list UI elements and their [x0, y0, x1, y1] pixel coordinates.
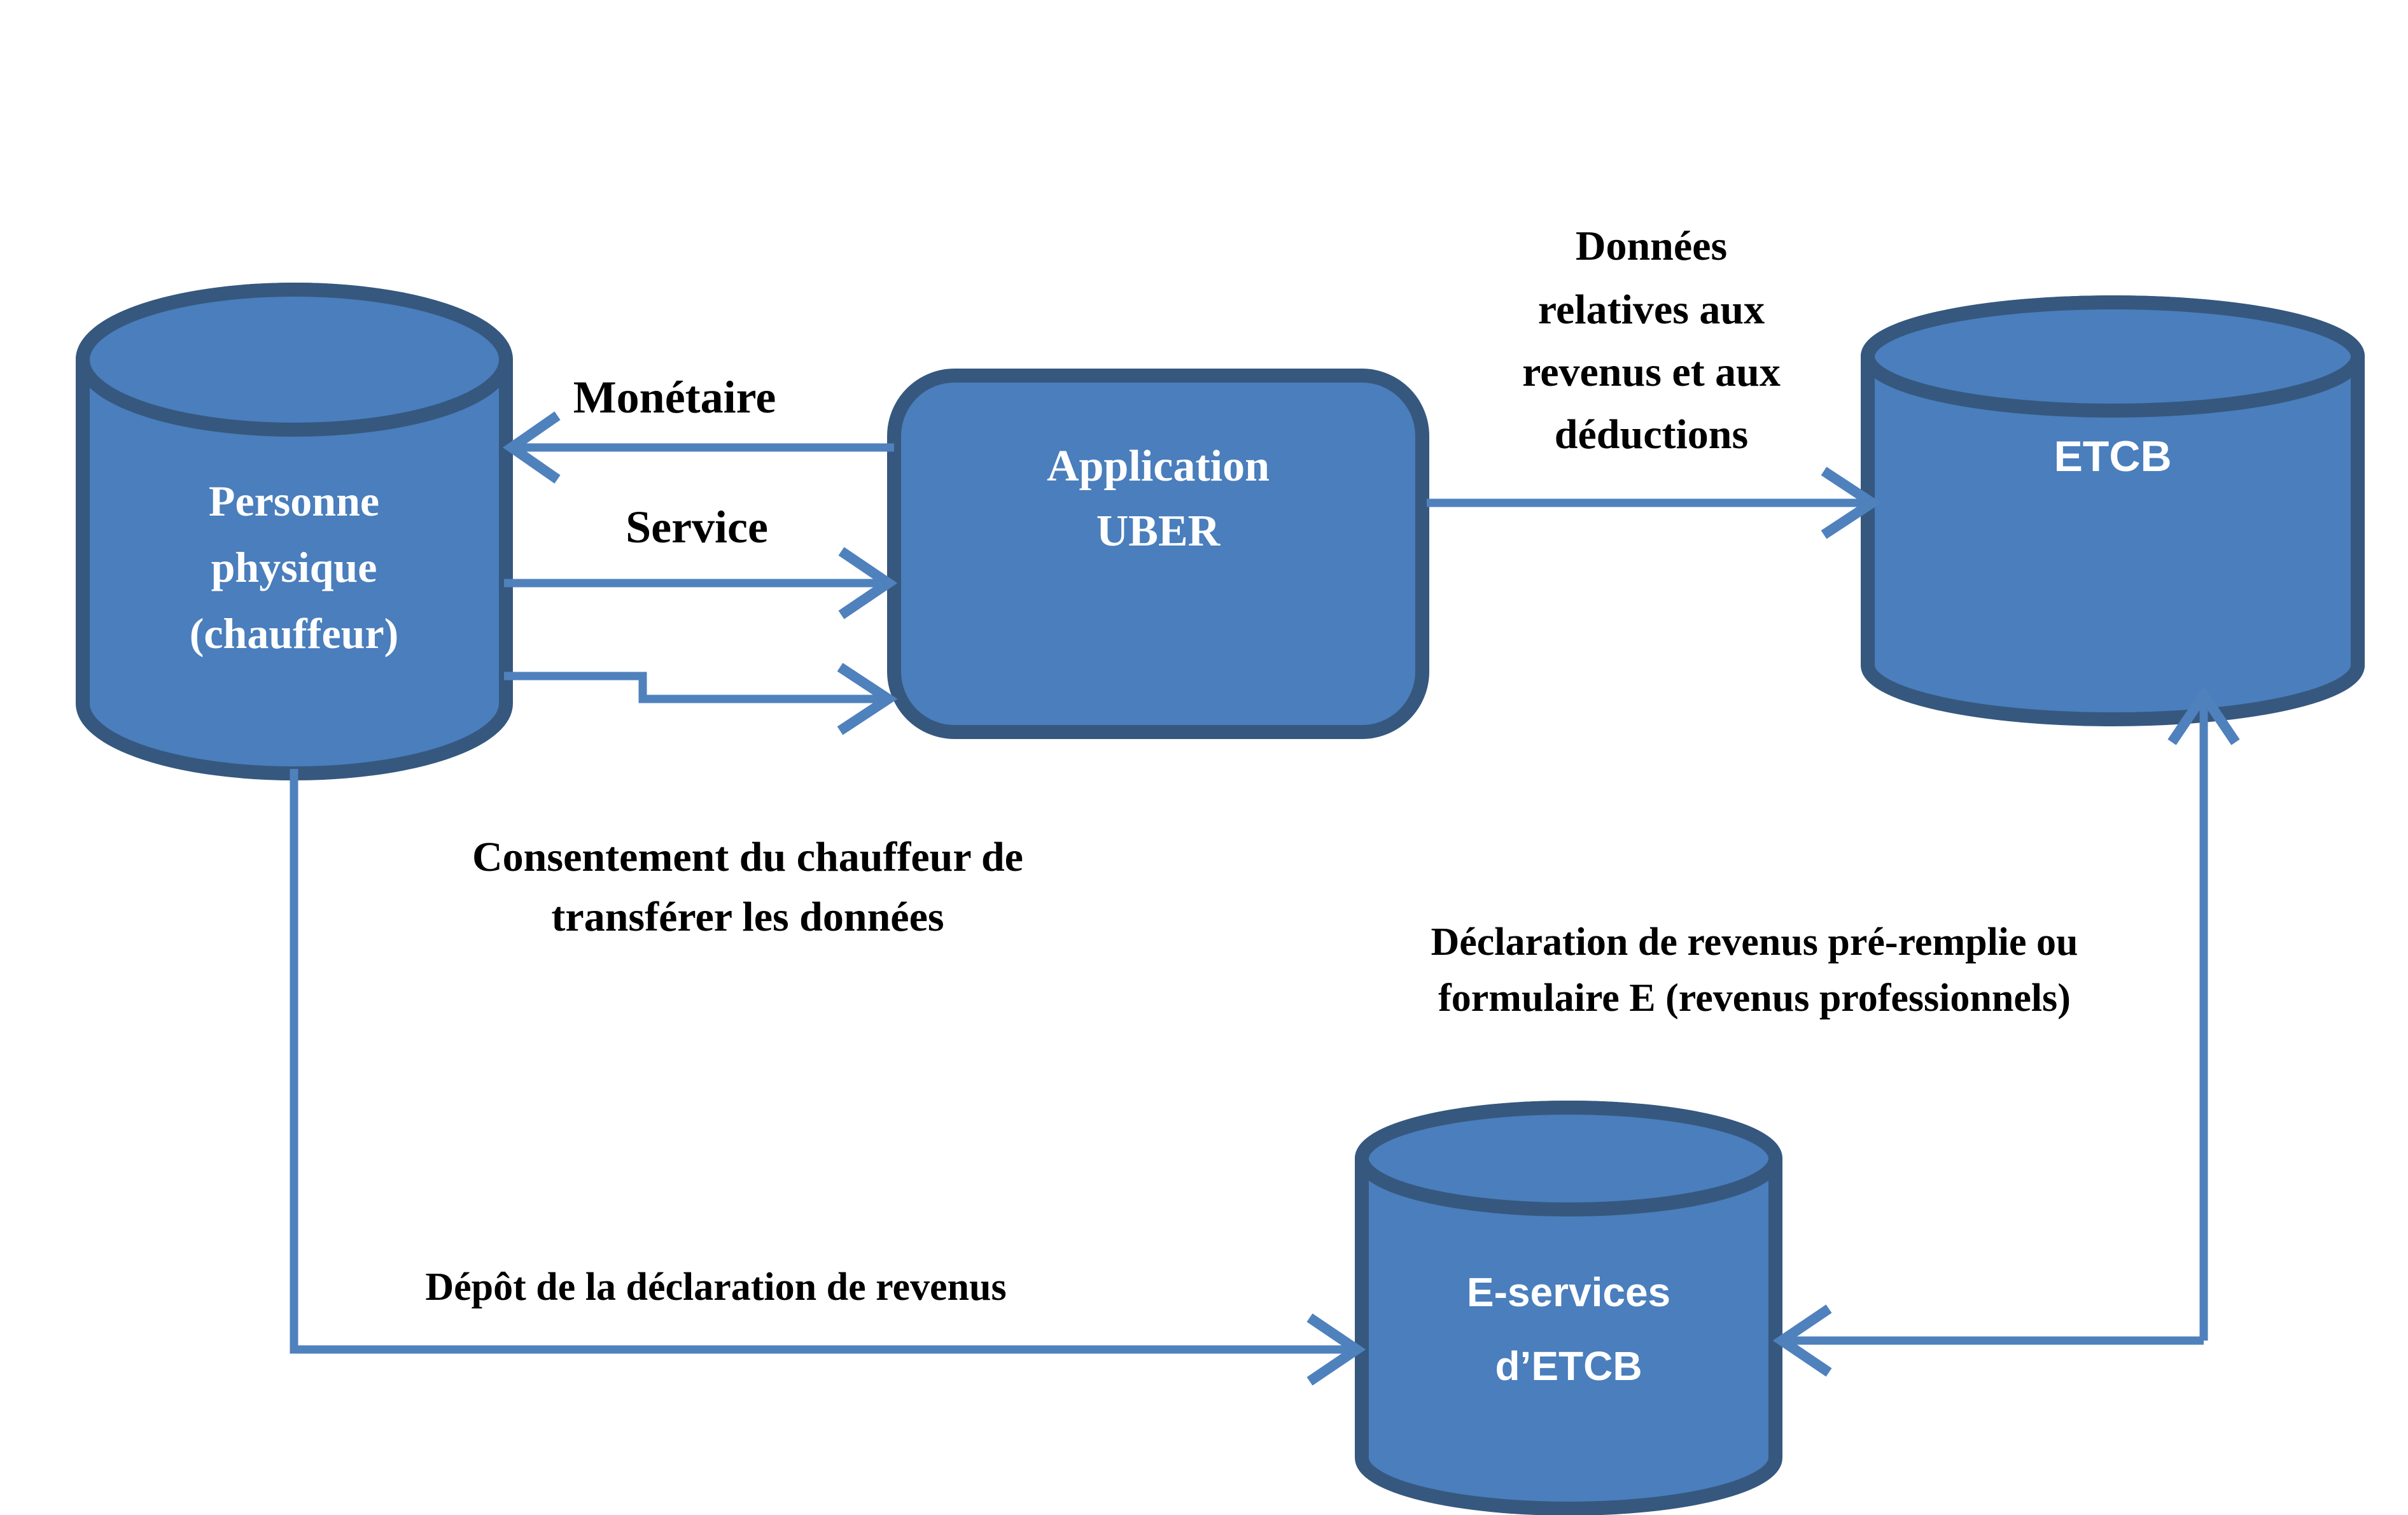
consentement-label-line-1: Consentement du chauffeur de: [472, 834, 1023, 880]
vers-etcb-arrowhead-up: [2167, 686, 2240, 745]
personne-label-line-3: (chauffeur): [190, 609, 399, 658]
edge-depot-arrow: [290, 769, 1366, 1386]
consentement-label-line-2: transférer les données: [551, 894, 944, 940]
personne-label-line-1: Personne: [209, 477, 379, 525]
eservices-label-line-2: d’ETCB: [1495, 1343, 1642, 1389]
declaration-arrowhead-left: [1772, 1304, 1832, 1377]
monetaire-label: Monétaire: [573, 372, 776, 423]
node-etcb-cylinder: ETCB: [1861, 295, 2365, 726]
donnees-arrowhead-right: [1821, 467, 1882, 539]
etcb-cylinder-top: [1861, 295, 2365, 418]
personne-cylinder-top: [76, 283, 513, 437]
personne-label-line-2: physique: [211, 543, 377, 591]
declaration-label-line-2: formulaire E (revenus professionnels): [1438, 976, 2071, 1020]
edge-consentement-arrow: [504, 663, 898, 735]
node-eservices-cylinder: E-services d’ETCB: [1355, 1101, 1782, 1515]
edge-monetaire-arrow: [502, 411, 894, 484]
declaration-label-line-1: Déclaration de revenus pré-remplie ou: [1431, 920, 2078, 964]
consentement-arrowhead-right: [837, 663, 898, 735]
donnees-label-line-3: revenus et aux: [1522, 349, 1781, 395]
eservices-label-line-1: E-services: [1467, 1269, 1670, 1315]
service-label: Service: [626, 502, 768, 553]
edge-eservices-vers-etcb-arrow: [2167, 686, 2240, 1341]
service-arrowhead-right: [838, 547, 898, 619]
node-application-uber: Application UBER: [887, 369, 1429, 739]
etcb-label: ETCB: [2054, 432, 2171, 481]
node-personne-cylinder: Personne physique (chauffeur): [76, 283, 513, 780]
eservices-cylinder-top: [1355, 1101, 1782, 1216]
depot-label: Dépôt de la déclaration de revenus: [425, 1265, 1006, 1309]
uber-label-line-2: UBER: [1096, 507, 1221, 556]
monetaire-arrowhead-left: [502, 411, 561, 484]
uber-box: [887, 369, 1429, 739]
uber-label-line-1: Application: [1047, 442, 1270, 491]
donnees-label-line-2: relatives aux: [1538, 286, 1765, 333]
donnees-label-line-1: Données: [1576, 223, 1727, 269]
edge-donnees-arrow: [1427, 467, 1882, 539]
donnees-label-line-4: déductions: [1555, 411, 1748, 458]
depot-arrow-line: [290, 769, 1354, 1354]
edge-service-arrow: [504, 547, 898, 619]
depot-arrowhead-right: [1306, 1313, 1366, 1386]
edge-declaration-arrow: [1772, 1304, 2204, 1377]
consentement-arrow-line: [504, 672, 886, 703]
